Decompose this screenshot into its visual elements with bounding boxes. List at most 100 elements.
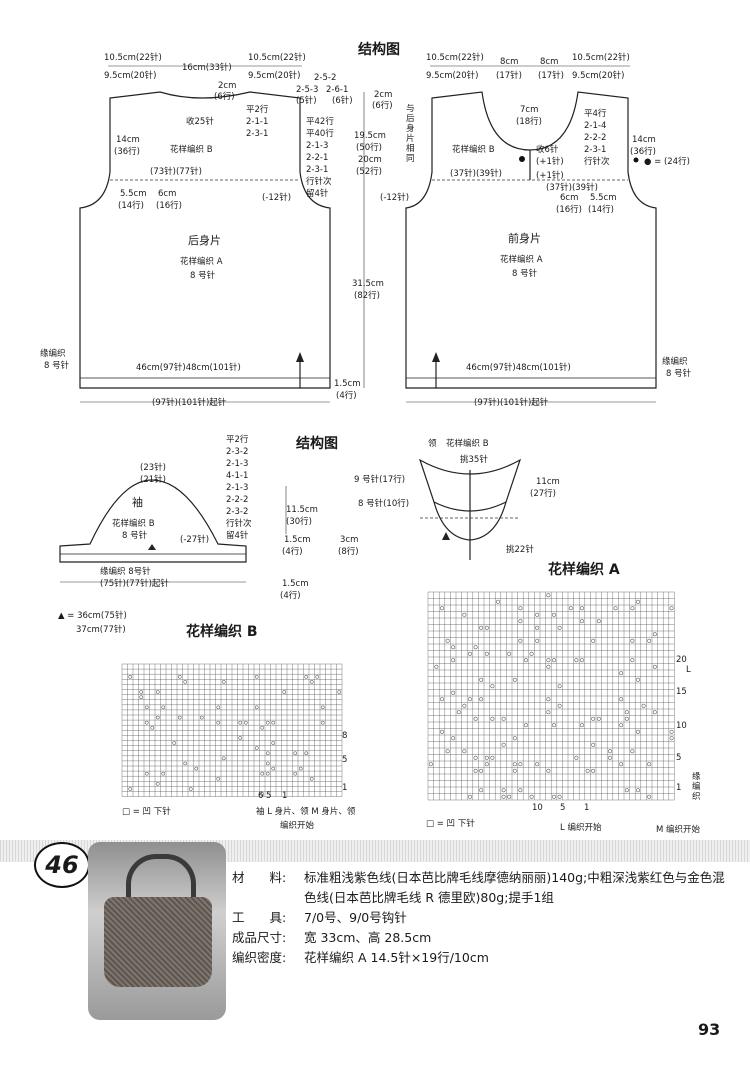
- stitch-symbol: [304, 751, 309, 756]
- stitch-symbol: [552, 658, 556, 663]
- front-arm-dec: (-12针): [380, 192, 409, 203]
- stitch-symbol: [669, 736, 674, 741]
- back-name: 后身片: [188, 233, 221, 247]
- back-neck-h: 2cm: [218, 81, 236, 91]
- stitch-symbol: [128, 674, 133, 679]
- stitch-symbol: [630, 638, 635, 643]
- stitch-symbol: [652, 664, 657, 669]
- back-body-r: (82行): [354, 290, 380, 301]
- back-shoulder-h: 2cm: [374, 90, 392, 100]
- stitch-symbol: [630, 749, 635, 754]
- stitch-symbol: [479, 768, 484, 773]
- stitch-symbol: [518, 638, 523, 643]
- stitch-symbol: [216, 776, 221, 781]
- project-number: 46: [34, 842, 90, 888]
- back-dec2b: (6针): [332, 95, 353, 106]
- back-rxcd: 行针次: [306, 176, 332, 187]
- back-rl4: 留4针: [306, 188, 329, 199]
- stitch-symbol: [144, 771, 149, 776]
- stitch-symbol: [238, 736, 243, 740]
- stitch-symbol: [468, 697, 472, 702]
- back-arm-w: 5.5cm: [120, 189, 146, 199]
- front-hem-w: 46cm(97针)48cm(101针): [466, 362, 571, 373]
- collar-needle9: 9 号针(17行): [354, 474, 405, 485]
- back-dec3b: (5针): [296, 95, 317, 106]
- stitch-symbol: [608, 749, 612, 754]
- front-plus1b: (+1针): [536, 170, 564, 181]
- stitch-symbol: [161, 705, 166, 710]
- stitch-symbol: [512, 736, 517, 741]
- stitch-symbol: [128, 787, 133, 791]
- front-arm-r: (16行): [556, 204, 582, 215]
- front-arm-r2: (14行): [588, 204, 614, 215]
- collar-pick-bottom: 挑22针: [506, 544, 534, 555]
- chart-b-start: 袖 L 身片、领 M 身片、领: [256, 806, 356, 817]
- sleeve-pattern: 花样编织 B: [112, 518, 155, 529]
- front-neck-rows: (18行): [516, 116, 542, 127]
- stitch-symbol: [183, 680, 188, 684]
- back-mid-st: (73针)(77针): [150, 166, 202, 177]
- stitch-symbol: [484, 755, 489, 760]
- chart-a-row-label: 15: [676, 687, 687, 697]
- sleeve-row: 2-3-2: [226, 447, 248, 457]
- stitch-symbol: [524, 658, 528, 663]
- back-dec3: 2-5-3: [296, 85, 318, 95]
- back-top-left-w: 10.5cm(22针): [104, 52, 162, 63]
- back-neck-rows: (6行): [214, 91, 235, 102]
- front-arm-w: 6cm: [560, 193, 578, 203]
- back-armhole-h: 19.5cm: [354, 131, 386, 141]
- back-rib-needle: 8 号针: [44, 360, 70, 371]
- front-neck-l2: (17针): [496, 70, 522, 81]
- front-side-h: 14cm: [632, 135, 656, 145]
- back-body-h: 31.5cm: [352, 279, 384, 289]
- front-r1: 2-1-4: [584, 121, 606, 131]
- gauge-value: 花样编织 A 14.5针×19行/10cm: [304, 950, 489, 965]
- back-dec1: 2-5-2: [314, 73, 336, 83]
- front-r2: 2-2-2: [584, 133, 606, 143]
- chart-a-start-m: M 编织开始: [656, 824, 701, 835]
- front-cast-on: (97针)(101针)起针: [474, 397, 549, 408]
- chart-b-col-label: 5: [266, 791, 271, 801]
- stitch-symbol: [574, 755, 579, 760]
- chart-a-legend: □ = 凹 下针: [426, 818, 475, 829]
- chart-a-row-label: 10: [676, 721, 687, 731]
- stitch-symbol: [507, 651, 512, 656]
- stitch-symbol: [479, 677, 484, 682]
- front-mid-st2: (37针)(39针): [546, 182, 598, 193]
- bag-photo: [88, 842, 226, 1020]
- stitch-symbol: [512, 768, 517, 773]
- front-needle: 8 号针: [512, 268, 538, 279]
- stitch-symbol: [557, 625, 562, 630]
- stitch-symbol: [434, 664, 439, 669]
- stitch-symbol: [636, 729, 640, 734]
- stitch-symbol: [619, 671, 624, 676]
- stitch-symbol: [320, 720, 325, 725]
- handle-image: [126, 854, 196, 919]
- back-side-h: 14cm: [116, 135, 140, 145]
- chart-b-grid: [121, 663, 343, 797]
- chart-b-row-label: 8: [342, 731, 347, 741]
- stitch-symbol: [484, 762, 489, 767]
- stitch-symbol: [221, 680, 226, 684]
- front-same-as-back: 与后身片相同: [406, 104, 415, 164]
- stitch-symbol: [293, 751, 298, 756]
- gauge-label: 编织密度:: [232, 950, 287, 965]
- stitch-symbol: [144, 705, 149, 710]
- sleeve-row: 2-2-2: [226, 495, 248, 505]
- sleeve-top-st: (23针): [140, 462, 166, 473]
- front-top-left-w2: 9.5cm(20针): [426, 70, 478, 81]
- front-neck-r: 8cm: [540, 57, 558, 67]
- back-top-left-w2: 9.5cm(20针): [104, 70, 156, 81]
- stitch-symbol: [260, 792, 265, 796]
- stitch-symbol: [254, 674, 259, 679]
- chart-a-row-label: 20: [676, 655, 687, 665]
- stitch-symbol: [309, 680, 314, 684]
- stitch-symbol: [490, 684, 495, 689]
- stitch-symbol: [265, 761, 270, 766]
- back-top-right-w: 10.5cm(22针): [248, 52, 306, 63]
- front-rib-needle: 8 号针: [666, 368, 692, 379]
- stitch-symbol: [624, 710, 629, 715]
- back-armhole-h2: 20cm: [358, 155, 382, 165]
- tools-value: 7/0号、9/0号钩针: [304, 910, 407, 925]
- collar-h: 11cm: [536, 477, 560, 487]
